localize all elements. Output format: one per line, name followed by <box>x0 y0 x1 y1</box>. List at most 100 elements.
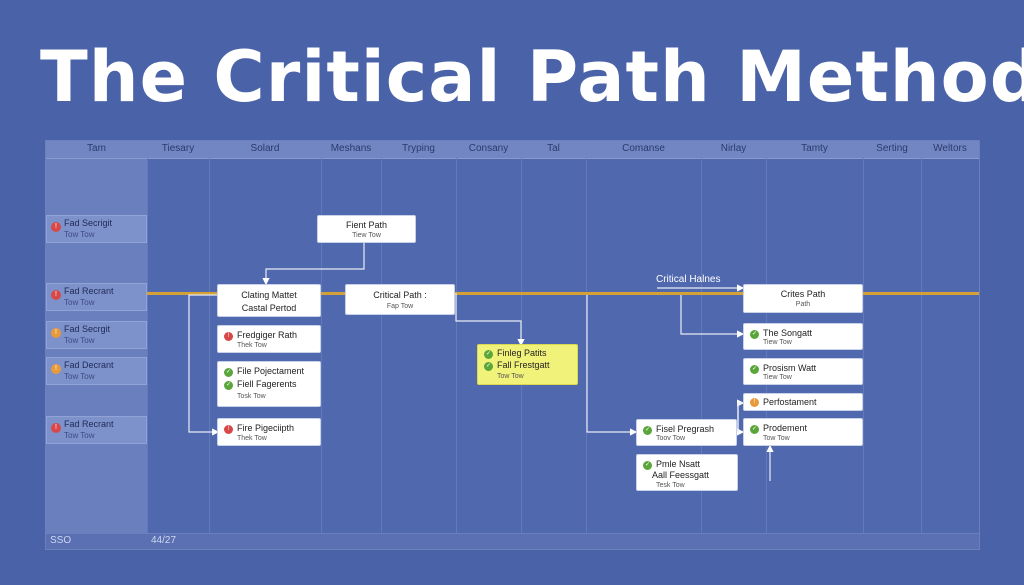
node-subtitle: Thek Tow <box>237 342 267 349</box>
connector <box>262 243 365 286</box>
task-title: Fad Secrgit <box>64 324 111 334</box>
grid-line <box>921 158 922 533</box>
node-subtitle: Tiew Tow <box>763 339 792 346</box>
node-critical-path[interactable]: Critical Path : Fap Tow <box>345 284 455 315</box>
gantt-board: Tam Tiesary Solard Meshans Tryping Consa… <box>45 140 980 550</box>
node-title: Crites Path <box>780 289 826 299</box>
check-icon: ✓ <box>750 425 759 434</box>
node-subtitle: Tiew Tow <box>352 232 381 239</box>
node-clating[interactable]: Clating Mattet Castal Pertod <box>217 284 321 317</box>
check-icon: ✓ <box>643 461 652 470</box>
node-title: The Songatt <box>763 328 813 338</box>
task-row[interactable]: ! Fad Recrant Tow Tow <box>46 416 147 444</box>
task-subtitle: Tow Tow <box>64 372 95 381</box>
node-title: Prodement <box>763 423 808 433</box>
task-title: Fad Secrigit <box>64 218 113 228</box>
node-title: Finleg Patits <box>497 348 547 358</box>
node-title: Perfostament <box>763 397 817 407</box>
alert-icon: ! <box>224 332 233 341</box>
column-header[interactable]: Serting <box>876 143 908 154</box>
check-icon: ✓ <box>484 350 493 359</box>
critical-path-line <box>147 292 979 295</box>
task-subtitle: Tow Tow <box>64 431 95 440</box>
node-perfostament[interactable]: ! Perfostament <box>743 393 863 411</box>
task-title: Fad Recrant <box>64 419 114 429</box>
alert-icon: ! <box>51 423 61 433</box>
column-header[interactable]: Meshans <box>330 143 372 154</box>
node-prodement[interactable]: ✓ Prodement Tow Tow <box>743 418 863 446</box>
node-fire[interactable]: ! Fire Pigeciipth Thek Tow <box>217 418 321 446</box>
node-subtitle: Path <box>795 301 811 308</box>
column-header[interactable]: Consany <box>468 143 509 154</box>
column-header[interactable]: Nirlay <box>720 143 747 154</box>
grid-line <box>456 158 457 533</box>
column-header[interactable]: Tal <box>547 143 560 154</box>
check-icon: ✓ <box>750 330 759 339</box>
node-the-songatt[interactable]: ✓ The Songatt Tiew Tow <box>743 323 863 350</box>
node-title: Clating Mattet <box>241 290 297 300</box>
connector <box>586 295 638 436</box>
alert-icon: ! <box>51 222 61 232</box>
column-header[interactable]: Tryping <box>402 143 435 154</box>
task-row[interactable]: ! Fad Secrigit Tow Tow <box>46 215 147 243</box>
column-header[interactable]: Solard <box>250 143 280 154</box>
column-header[interactable]: Comanse <box>622 143 665 154</box>
column-header-row: Tam Tiesary Solard Meshans Tryping Consa… <box>46 141 979 159</box>
connector <box>680 295 745 338</box>
node-crites-path[interactable]: Crites Path Path <box>743 284 863 313</box>
node-pmle[interactable]: ✓ Pmle Nsatt Aall Feessgatt Tesk Tow <box>636 454 738 491</box>
node-title: Fire Pigeciipth <box>237 423 295 433</box>
task-row[interactable]: ! Fad Secrgit Tow Tow <box>46 321 147 349</box>
check-icon: ✓ <box>484 362 493 371</box>
alert-icon: ! <box>51 290 61 300</box>
node-title: Fall Frestgatt <box>497 360 550 370</box>
node-prosism[interactable]: ✓ Prosism Watt Tiew Tow <box>743 358 863 385</box>
task-title: Fad Recrant <box>64 286 114 296</box>
node-file-group[interactable]: ✓ File Pojectament ✓ Fiell Fagerents Tos… <box>217 361 321 407</box>
column-header[interactable]: Tamty <box>801 143 828 154</box>
task-title: Fad Decrant <box>64 360 114 370</box>
warning-icon: ! <box>51 364 61 374</box>
grid-line <box>209 158 210 533</box>
node-subtitle: Tiew Tow <box>763 374 792 381</box>
check-icon: ✓ <box>224 368 233 377</box>
node-title: Castal Pertod <box>241 303 297 313</box>
node-title: Fisel Pregrash <box>656 424 715 434</box>
grid-line <box>147 158 148 533</box>
footer-right-value: 44/27 <box>151 535 177 546</box>
node-title: Critical Path : <box>373 290 427 300</box>
task-subtitle: Tow Tow <box>64 298 95 307</box>
node-title: Fient Path <box>345 220 388 230</box>
grid-line <box>381 158 382 533</box>
column-header[interactable]: Tiesary <box>161 143 195 154</box>
column-header[interactable]: Tam <box>87 143 106 154</box>
node-fisel[interactable]: ✓ Fisel Pregrash Toov Tow <box>636 419 737 446</box>
node-title: Pmle Nsatt <box>656 459 701 469</box>
connector <box>188 294 220 436</box>
grid-line <box>321 158 322 533</box>
connector <box>455 293 525 347</box>
footer-left-value: SSO <box>50 535 72 546</box>
grid-line <box>701 158 702 533</box>
task-row[interactable]: ! Fad Decrant Tow Tow <box>46 357 147 385</box>
node-subtitle: Fap Tow <box>386 303 414 310</box>
task-subtitle: Tow Tow <box>64 230 95 239</box>
node-title: Aall Feessgatt <box>652 470 710 480</box>
node-subtitle: Tow Tow <box>497 373 524 380</box>
node-title: File Pojectament <box>237 366 305 376</box>
node-subtitle: Thek Tow <box>237 435 267 442</box>
node-fient-path[interactable]: Fient Path Tiew Tow <box>317 215 416 243</box>
grid-line <box>586 158 587 533</box>
warning-icon: ! <box>51 328 61 338</box>
node-title: Fredgiger Rath <box>237 330 298 340</box>
column-header[interactable]: Weltors <box>933 143 967 154</box>
node-subtitle: Toov Tow <box>656 435 686 442</box>
task-row[interactable]: ! Fad Recrant Tow Tow <box>46 283 147 311</box>
node-subtitle: Tesk Tow <box>656 482 685 489</box>
node-fredgiger[interactable]: ! Fredgiger Rath Thek Tow <box>217 325 321 353</box>
node-finlag-highlighted[interactable]: ✓ Finleg Patits ✓ Fall Frestgatt Tow Tow <box>477 344 578 385</box>
node-title: Prosism Watt <box>763 363 817 373</box>
node-title: Fiell Fagerents <box>237 379 297 389</box>
check-icon: ✓ <box>224 381 233 390</box>
page-title: The Critical Path Method <box>40 36 1024 118</box>
